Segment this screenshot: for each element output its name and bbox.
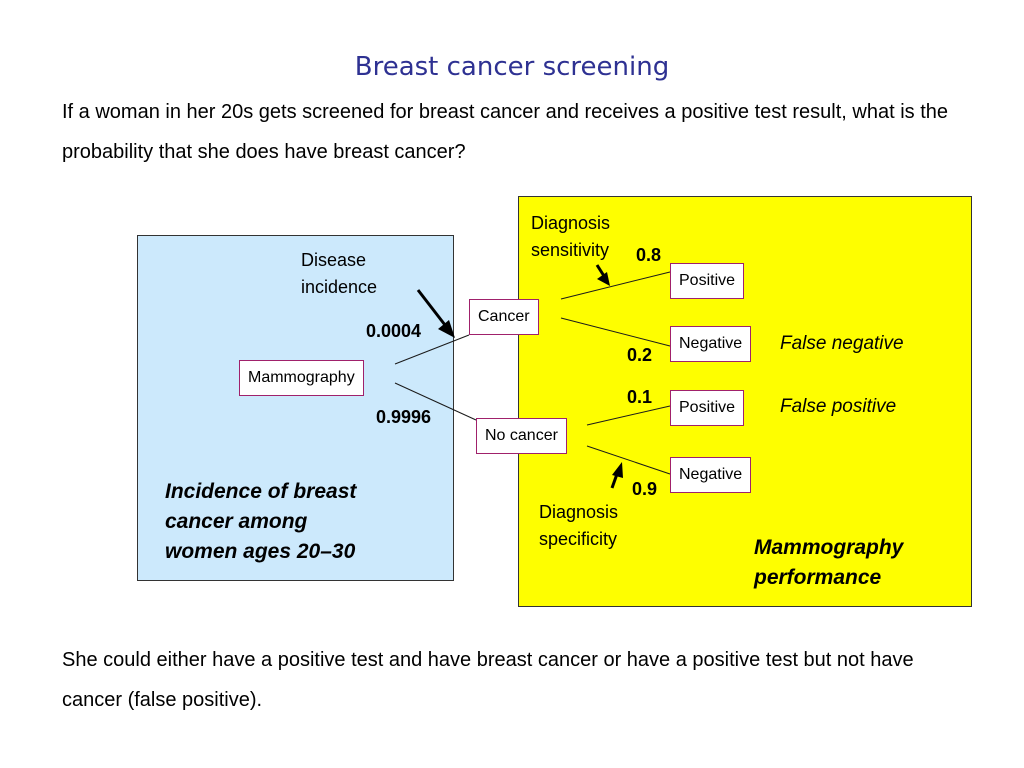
edge-nocancer-positive xyxy=(586,405,671,426)
false-negative-probability: 0.2 xyxy=(627,345,653,365)
nocancer-positive-node: Positive xyxy=(670,390,745,426)
true-negative-probability: 0.9 xyxy=(632,479,658,499)
disease-incidence-label-line1: Disease xyxy=(301,250,367,270)
sensitivity-label-line1: Diagnosis xyxy=(531,213,611,233)
edge-cancer-positive xyxy=(560,271,671,300)
specificity-label-line2: specificity xyxy=(539,529,618,549)
disease-incidence-label-line2: incidence xyxy=(301,277,378,297)
performance-caption: Mammography performance xyxy=(754,536,904,589)
sensitivity-label-line2: sensitivity xyxy=(531,240,610,260)
edge-cancer-negative xyxy=(560,317,671,347)
performance-panel xyxy=(518,196,972,607)
specificity-arrowhead xyxy=(612,462,623,478)
nocancer-negative-node: Negative xyxy=(670,457,752,493)
question-text: If a woman in her 20s gets screened for … xyxy=(62,101,949,163)
sensitivity-arrowhead xyxy=(597,272,610,286)
false-positive-probability: 0.1 xyxy=(627,387,653,407)
false-negative-label: False negative xyxy=(780,333,904,354)
incidence-caption: Incidence of breast cancer among women a… xyxy=(165,480,357,563)
false-positive-label: False positive xyxy=(780,396,897,417)
cancer-probability: 0.0004 xyxy=(366,321,422,341)
page-title: Breast cancer screening xyxy=(354,52,670,82)
no-cancer-node: No cancer xyxy=(476,418,567,454)
incidence-arrow xyxy=(416,289,447,326)
true-positive-probability: 0.8 xyxy=(636,245,662,265)
cancer-node: Cancer xyxy=(469,299,539,335)
edge-root-nocancer xyxy=(394,382,477,421)
cancer-negative-node: Negative xyxy=(670,326,752,362)
mammography-node: Mammography xyxy=(239,360,364,396)
conclusion-text: She could either have a positive test an… xyxy=(62,649,914,711)
cancer-positive-node: Positive xyxy=(670,263,745,299)
specificity-arrow xyxy=(610,473,619,489)
incidence-arrowhead xyxy=(438,320,455,338)
edge-nocancer-negative xyxy=(586,445,671,475)
incidence-panel xyxy=(137,235,454,581)
specificity-label-line1: Diagnosis xyxy=(539,502,619,522)
edge-root-cancer xyxy=(394,334,470,365)
no-cancer-probability: 0.9996 xyxy=(376,407,432,427)
sensitivity-arrow xyxy=(595,264,606,277)
